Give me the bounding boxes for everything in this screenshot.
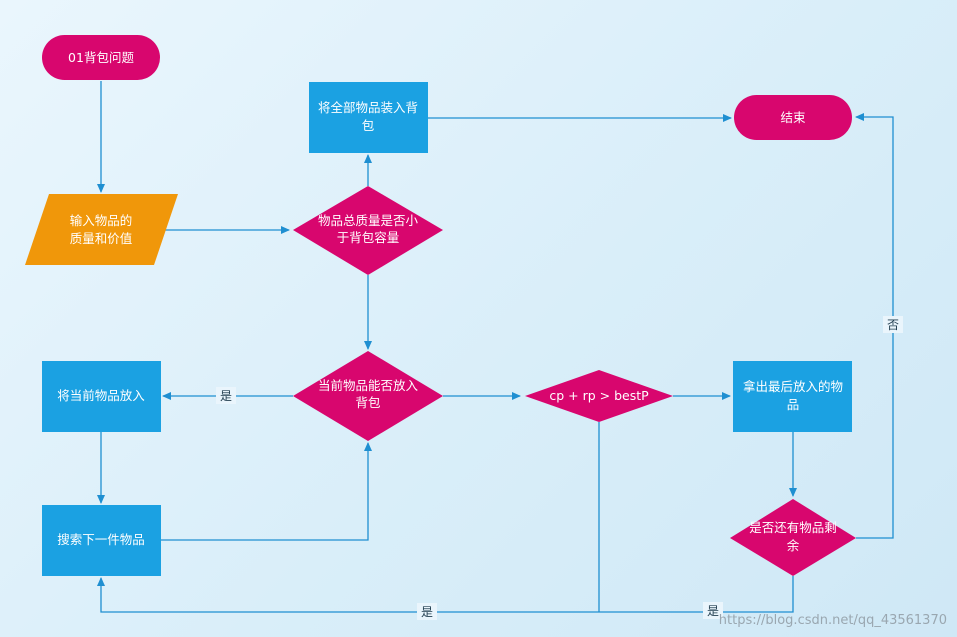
edge-remaining-bottom [599, 576, 794, 613]
node-remaining: 是否还有物品剩 余 [730, 499, 856, 576]
node-bound: cp + rp > bestP [525, 370, 673, 422]
svg-text:是否还有物品剩: 是否还有物品剩 [749, 520, 837, 535]
svg-text:品: 品 [787, 397, 800, 412]
svg-text:cp + rp > bestP: cp + rp > bestP [549, 388, 649, 403]
svg-text:是: 是 [220, 389, 232, 403]
svg-text:于背包容量: 于背包容量 [337, 230, 400, 245]
svg-text:否: 否 [887, 318, 899, 332]
watermark: https://blog.csdn.net/qq_43561370 [719, 613, 947, 628]
node-check-total: 物品总质量是否小 于背包容量 [293, 186, 443, 275]
svg-text:结束: 结束 [780, 110, 806, 125]
edge-search-next-can-put [161, 442, 372, 541]
svg-text:质量和价值: 质量和价值 [70, 231, 133, 246]
label-yes-bottom-right: 是 [703, 602, 723, 619]
svg-text:是: 是 [707, 604, 719, 618]
node-put-all: 将全部物品装入背 包 [309, 82, 428, 153]
node-end: 结束 [734, 95, 852, 140]
svg-text:余: 余 [787, 538, 800, 553]
svg-text:包: 包 [362, 118, 375, 133]
svg-text:拿出最后放入的物: 拿出最后放入的物 [743, 379, 843, 394]
label-yes-put: 是 [216, 387, 236, 404]
node-start: 01背包问题 [42, 35, 160, 80]
node-search-next: 搜索下一件物品 [42, 505, 161, 576]
edge-bottom-search-next [97, 577, 599, 613]
label-yes-bottom-left: 是 [417, 603, 437, 620]
label-no-end: 否 [883, 316, 903, 333]
svg-text:背包: 背包 [355, 395, 380, 410]
svg-text:当前物品能否放入: 当前物品能否放入 [318, 378, 419, 393]
svg-text:是: 是 [421, 605, 433, 619]
svg-text:将全部物品装入背: 将全部物品装入背 [318, 100, 418, 115]
node-can-put: 当前物品能否放入 背包 [293, 351, 443, 441]
node-take-out: 拿出最后放入的物 品 [733, 361, 852, 432]
node-input: 输入物品的 质量和价值 [25, 194, 178, 265]
svg-text:输入物品的: 输入物品的 [70, 213, 133, 228]
svg-text:搜索下一件物品: 搜索下一件物品 [57, 532, 145, 547]
svg-text:将当前物品放入: 将当前物品放入 [57, 388, 145, 403]
node-put-current: 将当前物品放入 [42, 361, 161, 432]
svg-text:物品总质量是否小: 物品总质量是否小 [318, 213, 419, 228]
svg-text:01背包问题: 01背包问题 [68, 50, 134, 65]
